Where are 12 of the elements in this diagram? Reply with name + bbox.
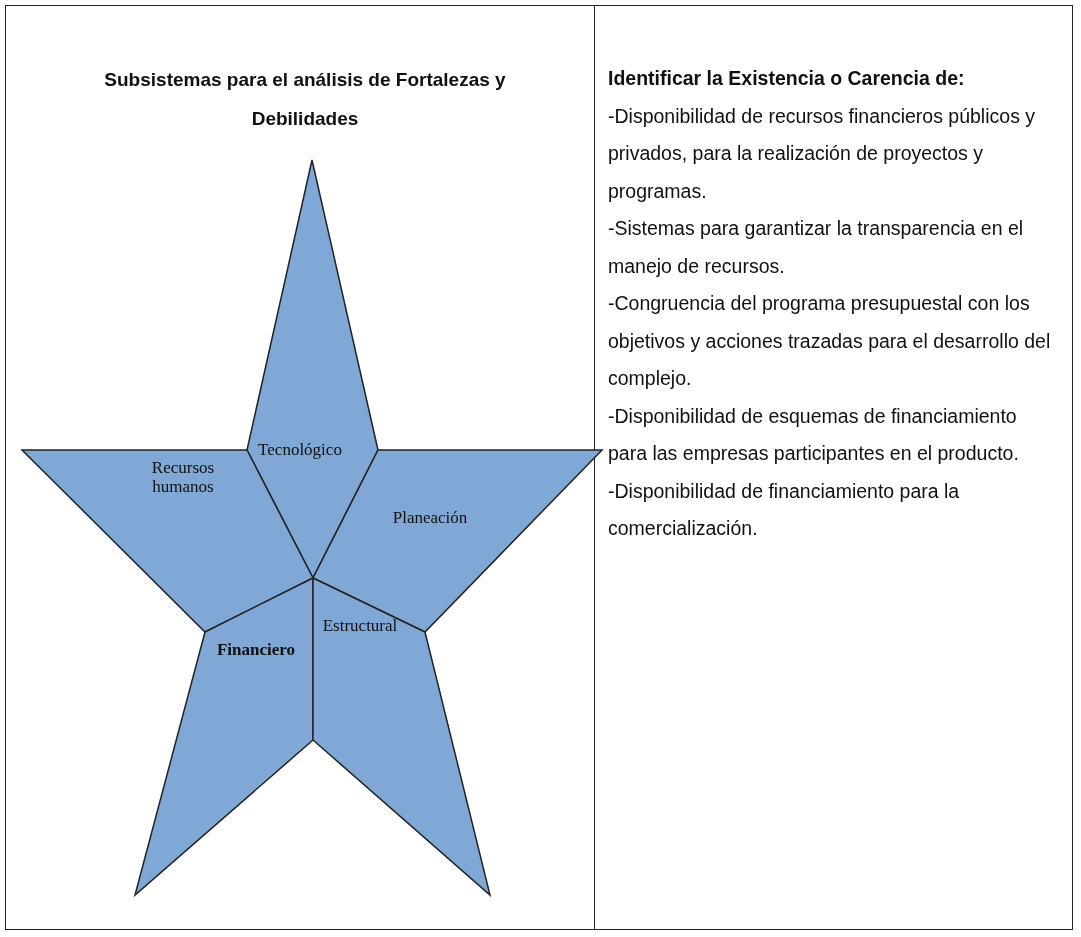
segment-label: Planeación — [392, 508, 468, 527]
segment-label: Estructural — [322, 616, 398, 635]
list-item: -Disponibilidad de esquemas de financiamiento para las empresas participantes en el producto. — [608, 403, 1020, 466]
column-heading: Subsistemas para el análisis de Fortalezas y Debilidades — [103, 68, 507, 131]
list-item: -Sistemas para garantizar la transparencia en el manejo de recursos. — [608, 216, 1025, 279]
segment-label: Financiero — [216, 640, 296, 659]
column-heading: Identificar la Existencia o Carencia de: — [608, 66, 966, 91]
list-item: -Disponibilidad de financiamiento para la comercialización. — [608, 478, 961, 541]
list-item: -Congruencia del programa presupuestal con los objetivos y acciones trazadas para el desarrollo del complejo. — [608, 291, 1052, 391]
segment-label: Tecnológico — [258, 440, 342, 459]
segment-label: Recursos humanos — [150, 458, 216, 496]
list-item: -Disponibilidad de recursos financieros públicos y privados, para la realización de proyectos y programas. — [608, 103, 1037, 204]
